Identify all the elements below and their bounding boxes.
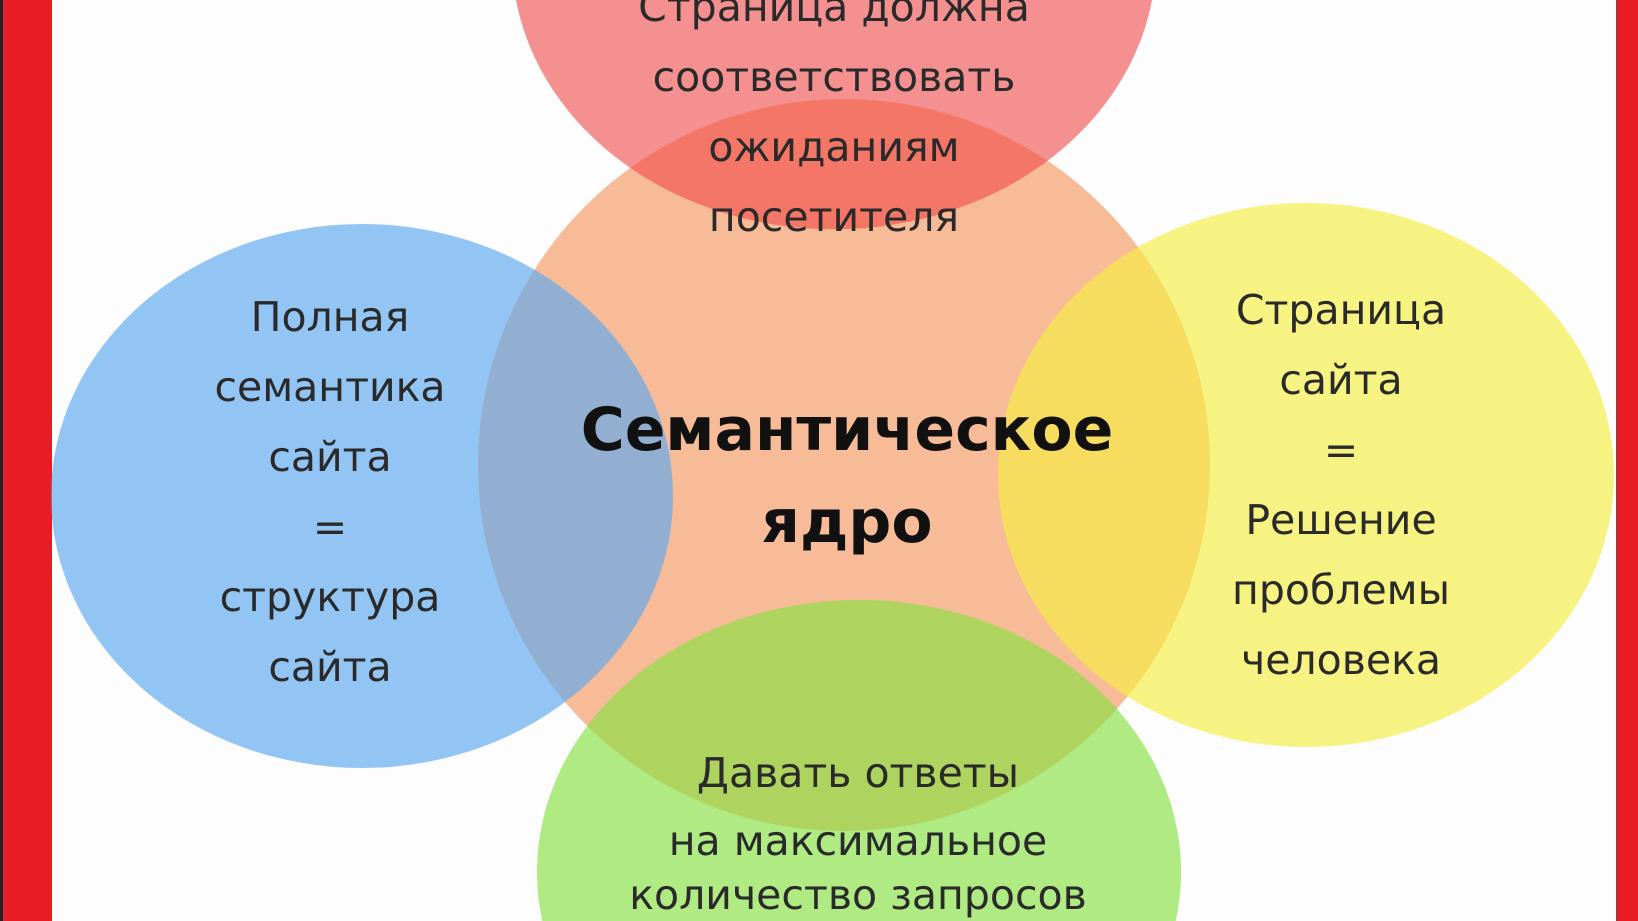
bottom-circle	[536, 599, 1181, 921]
left-red-border	[0, 0, 52, 921]
text-line: Решение	[1245, 496, 1437, 544]
text-line: ожиданиям	[708, 123, 960, 171]
bottom-circle-text: Давать ответы на максимальное количество…	[629, 739, 1087, 919]
right-circle	[998, 203, 1614, 747]
text-line: =	[312, 503, 348, 551]
left-circle	[51, 224, 673, 768]
top-circle-text: Страница должна соответствовать ожидания…	[638, 0, 1030, 252]
text-line: Страница	[1235, 286, 1447, 334]
text-line: на максимальное	[668, 817, 1048, 865]
text-line: Полная	[250, 293, 410, 341]
text-line: количество запросов	[629, 871, 1087, 919]
text-line: Страница должна	[638, 0, 1030, 31]
text-line: человека	[1240, 636, 1441, 684]
center-title: Семантическое ядро	[581, 384, 1114, 568]
text-line: сайта	[268, 433, 392, 481]
top-circle	[516, 0, 1152, 230]
text-line: проблемы	[1232, 566, 1450, 614]
right-circle-text: Страница сайта = Решение проблемы челове…	[1232, 275, 1450, 695]
text-line: =	[1323, 426, 1359, 474]
text-line: сайта	[1279, 356, 1403, 404]
right-red-border	[1616, 0, 1638, 921]
text-line: семантика	[214, 363, 446, 411]
text-line: посетителя	[708, 193, 960, 241]
center-title-line: Семантическое	[580, 395, 1114, 465]
text-line: сайта	[268, 643, 392, 691]
text-line: Давать ответы	[696, 749, 1020, 797]
center-title-line: ядро	[761, 487, 933, 557]
text-line: структура	[219, 573, 441, 621]
text-line: соответствовать	[652, 53, 1016, 101]
left-circle-text: Полная семантика сайта = структура сайта	[214, 282, 445, 702]
